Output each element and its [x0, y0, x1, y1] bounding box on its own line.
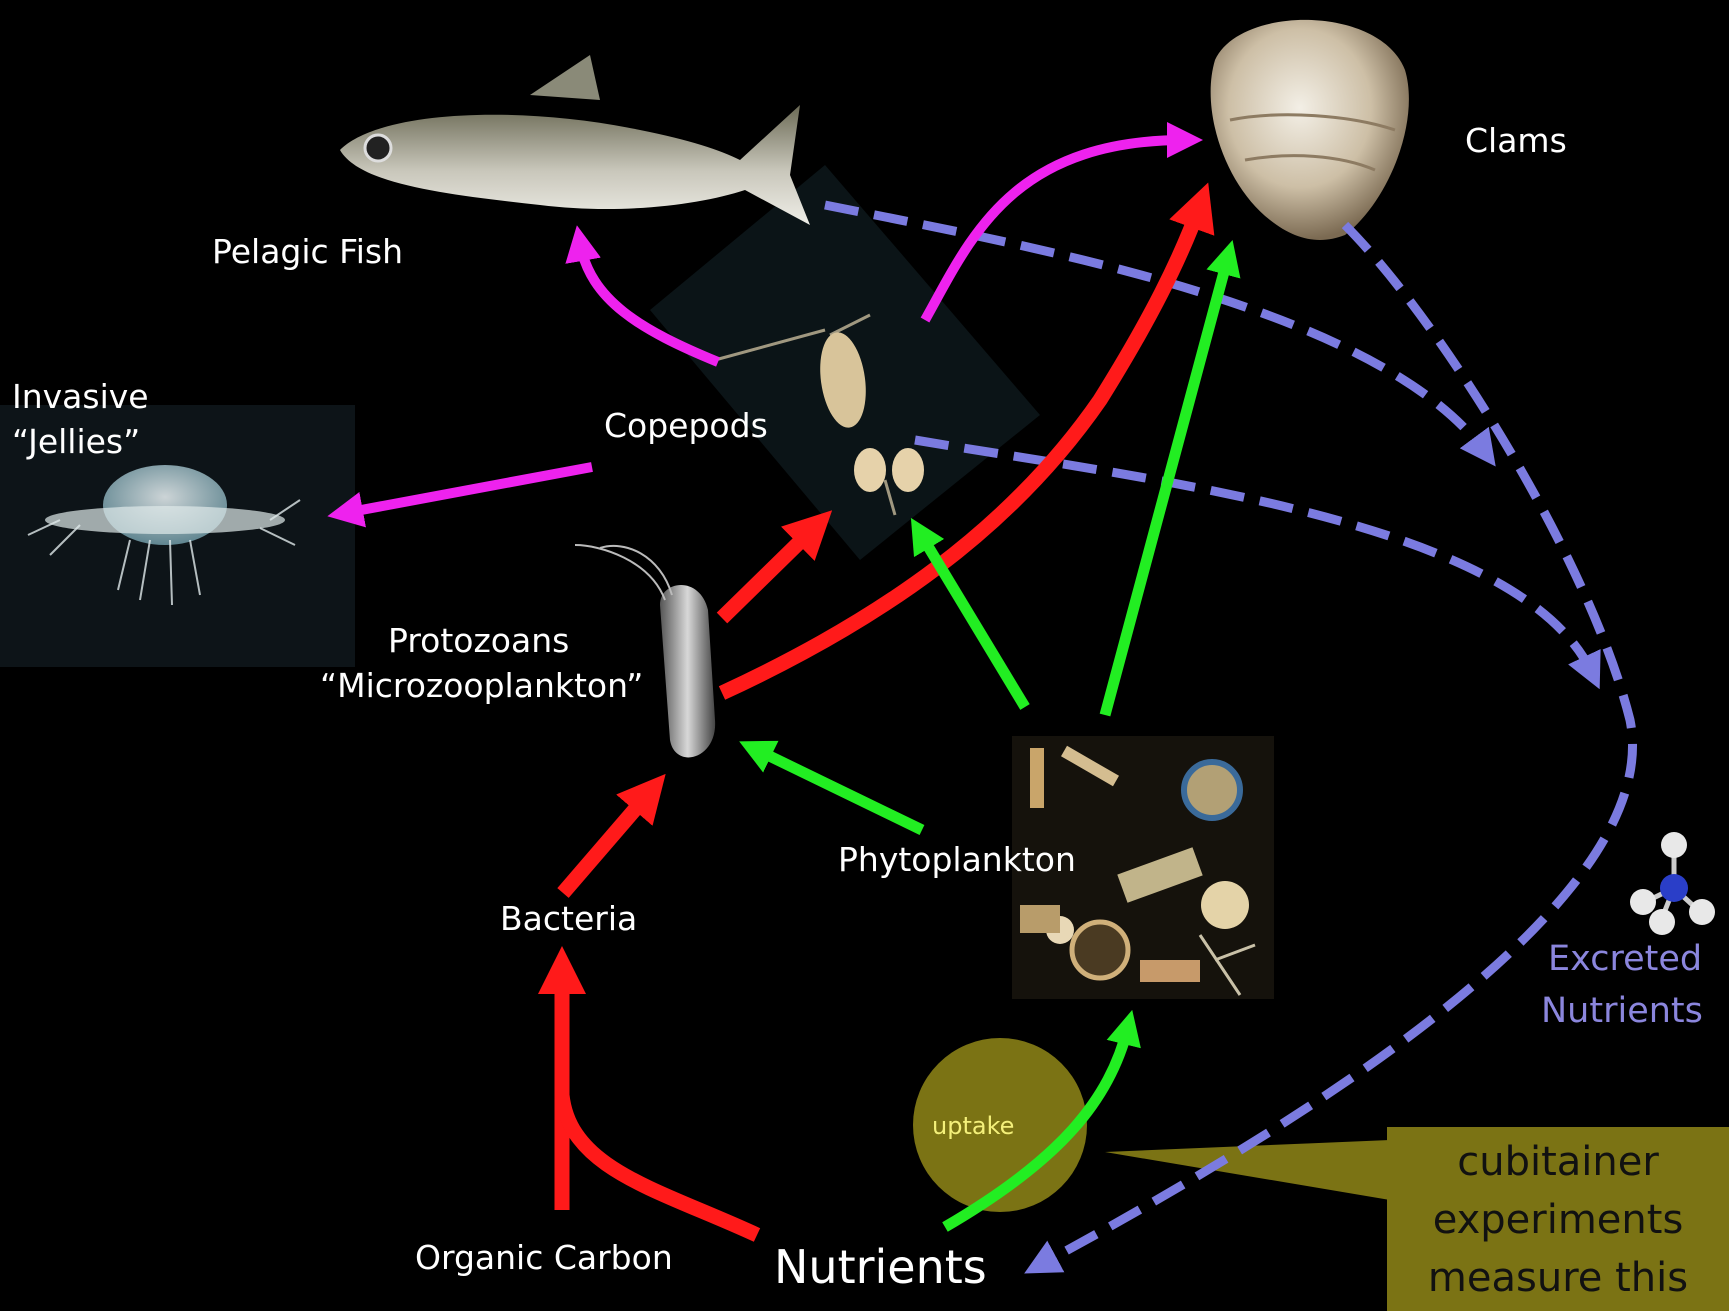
label-excreted: Excreted: [1548, 938, 1702, 980]
arrow-phyto-to-clams: [1105, 257, 1228, 715]
label-jellies: “Jellies”: [12, 422, 140, 462]
arrow-copepods-to-clams: [925, 140, 1185, 320]
fish-icon: [340, 55, 810, 225]
label-bacteria: Bacteria: [500, 899, 637, 939]
label-phytoplankton: Phytoplankton: [838, 840, 1076, 880]
arrow-bacteria-to-protozoans: [563, 792, 650, 893]
arrow-phyto-to-copepods: [920, 533, 1025, 707]
arrow-copepods-to-jellies: [345, 467, 592, 513]
callout-line-3: measure this: [1387, 1249, 1729, 1307]
clam-icon: [1211, 20, 1409, 240]
label-nutrients: Nutrients: [774, 1240, 987, 1295]
arrow-nutrients-to-bacteria: [562, 1095, 757, 1235]
protozoan-icon: [575, 545, 715, 757]
cubitainer-callout: cubitainer experiments measure this: [1387, 1127, 1729, 1311]
label-microzooplankton: “Microzooplankton”: [320, 666, 643, 706]
label-uptake: uptake: [932, 1112, 1014, 1141]
label-pelagic-fish: Pelagic Fish: [212, 232, 403, 272]
label-excreted-nutrients: Nutrients: [1541, 990, 1703, 1032]
label-protozoans: Protozoans: [388, 621, 569, 661]
callout-line-2: experiments: [1387, 1191, 1729, 1249]
excretion-arrow-copepods: [915, 440, 1592, 673]
arrow-phyto-to-protozoans: [755, 749, 922, 830]
label-invasive: Invasive: [12, 377, 149, 417]
callout-line-1: cubitainer: [1387, 1133, 1729, 1191]
label-organic-carbon: Organic Carbon: [415, 1238, 673, 1278]
arrow-protozoans-to-copepods: [722, 527, 815, 618]
ammonium-molecule-icon: [1630, 832, 1715, 935]
label-copepods: Copepods: [604, 406, 768, 446]
label-clams: Clams: [1465, 121, 1567, 161]
